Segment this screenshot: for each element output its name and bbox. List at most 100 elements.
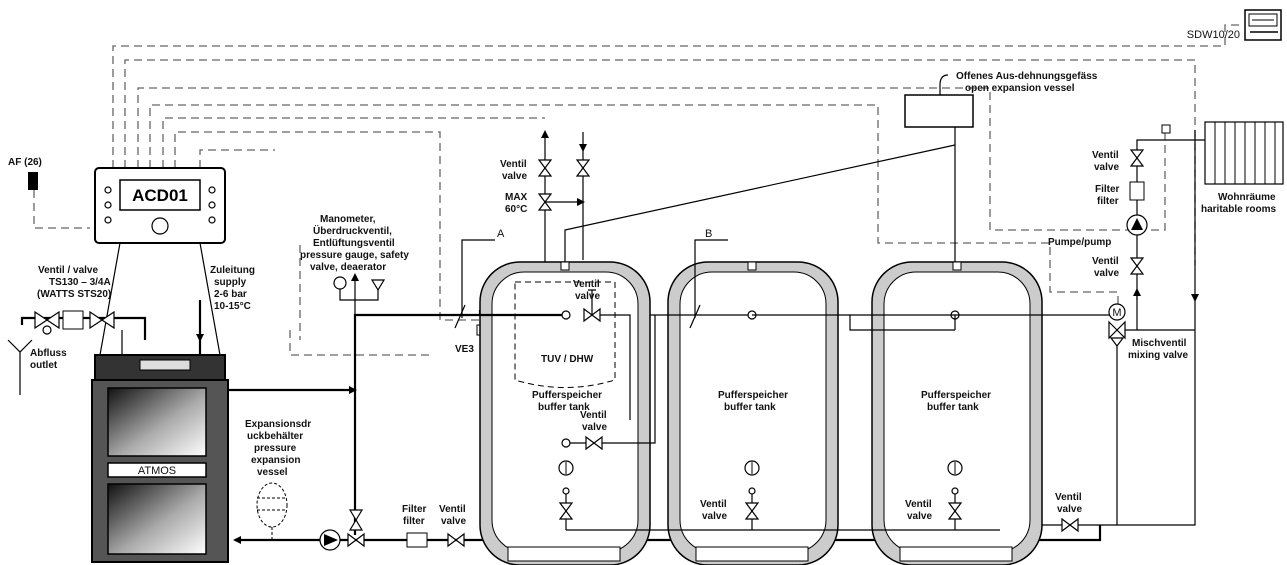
svg-text:M: M <box>1112 307 1121 319</box>
open-exp-1: Offenes Aus-dehnungsgefäss <box>956 71 1098 82</box>
thermometers-and-drains <box>558 460 1000 531</box>
mano-2: Überdruckventil, <box>313 224 392 237</box>
svg-text:Pumpe/pump: Pumpe/pump <box>1048 237 1111 248</box>
ventil-t2b-2: valve <box>702 511 727 522</box>
svg-text:Ventil: Ventil <box>1092 150 1119 161</box>
svg-text:10-15°C: 10-15°C <box>214 301 251 312</box>
svg-text:TS130 – 3/4A: TS130 – 3/4A <box>49 277 111 288</box>
mano-5: valve, deaerator <box>310 262 386 273</box>
filter-bot-1: Filter <box>402 504 427 515</box>
ventil-t2b-1: Ventil <box>700 499 727 510</box>
ventil-bot-1: Ventil <box>439 504 466 515</box>
svg-text:uckbehälter: uckbehälter <box>247 431 303 442</box>
svg-text:Ventil: Ventil <box>700 499 727 510</box>
ventil-r3-1: Ventil <box>1055 492 1082 503</box>
svg-text:Ventil: Ventil <box>1055 492 1082 503</box>
exp-5: vessel <box>257 467 288 478</box>
svg-text:valve, deaerator: valve, deaerator <box>310 262 386 273</box>
svg-text:expansion: expansion <box>251 455 300 466</box>
max-label: MAX <box>505 192 528 203</box>
pressure-expansion-vessel <box>256 482 288 540</box>
acd01-controller: ACD01 <box>94 167 226 356</box>
supply-and-safety-valve <box>7 300 204 395</box>
buffer-tank-3 <box>871 261 1043 565</box>
exp-1: Expansionsdr <box>245 419 311 430</box>
buffer-tank-1 <box>479 261 651 565</box>
svg-text:open expansion vessel: open expansion vessel <box>965 83 1075 94</box>
ventil-t3b-1: Ventil <box>905 499 932 510</box>
svg-text:buffer tank: buffer tank <box>538 402 590 413</box>
svg-text:valve: valve <box>907 511 932 522</box>
svg-text:outlet: outlet <box>30 360 58 371</box>
atmos-label: ATMOS <box>138 465 176 477</box>
puffer1-2: buffer tank <box>538 402 590 413</box>
svg-text:(WATTS STS20): (WATTS STS20) <box>37 289 111 300</box>
svg-text:MAX: MAX <box>505 192 528 203</box>
puffer3-2: buffer tank <box>927 402 979 413</box>
mano-1: Manometer, <box>320 214 376 225</box>
exp-3: pressure <box>254 443 297 454</box>
svg-text:valve: valve <box>1094 268 1119 279</box>
svg-text:Manometer,: Manometer, <box>320 214 376 225</box>
ventil-t3b-2: valve <box>907 511 932 522</box>
svg-text:valve: valve <box>1057 504 1082 515</box>
sdw-room-unit: SDW10/20 <box>1187 9 1282 41</box>
svg-text:Zuleitung: Zuleitung <box>210 265 255 276</box>
svg-text:vessel: vessel <box>257 467 288 478</box>
svg-text:filter: filter <box>1097 196 1119 207</box>
outdoor-sensor <box>28 172 38 190</box>
svg-text:pressure gauge, safety: pressure gauge, safety <box>300 250 409 261</box>
ve3-label: VE3 <box>455 344 474 355</box>
acd-label: ACD01 <box>132 186 188 205</box>
open-expansion-vessel <box>904 74 974 262</box>
ventil-top-2: valve <box>502 171 527 182</box>
abfluss-label-2: outlet <box>30 360 58 371</box>
svg-text:buffer tank: buffer tank <box>927 402 979 413</box>
pump-label: Pumpe/pump <box>1048 237 1111 248</box>
puffer1-1: Pufferspeicher <box>532 390 602 401</box>
svg-text:Überdruckventil,: Überdruckventil, <box>313 224 392 237</box>
ts-label-3: (WATTS STS20) <box>37 289 111 300</box>
ventil-t1-2: valve <box>575 291 600 302</box>
heating-circuit: M <box>1061 124 1205 533</box>
svg-text:buffer tank: buffer tank <box>724 402 776 413</box>
misch-1: Mischventil <box>1132 338 1187 349</box>
filter-r-2: filter <box>1097 196 1119 207</box>
svg-text:valve: valve <box>441 516 466 527</box>
svg-text:2-6 bar: 2-6 bar <box>214 289 247 300</box>
svg-text:mixing valve: mixing valve <box>1128 350 1188 361</box>
mano-3: Entlüftungsventil <box>313 238 395 249</box>
max-temp: 60°C <box>505 204 527 215</box>
svg-text:valve: valve <box>1094 162 1119 173</box>
svg-text:Pufferspeicher: Pufferspeicher <box>532 390 602 401</box>
svg-text:filter: filter <box>403 516 425 527</box>
svg-text:pressure: pressure <box>254 443 297 454</box>
svg-text:60°C: 60°C <box>505 204 527 215</box>
exp-2: uckbehälter <box>247 431 303 442</box>
ventil-r2-1: Ventil <box>1092 256 1119 267</box>
mark-b: B <box>705 228 712 240</box>
zul-label-3: 2-6 bar <box>214 289 247 300</box>
svg-text:Entlüftungsventil: Entlüftungsventil <box>313 238 395 249</box>
svg-text:Ventil: Ventil <box>439 504 466 515</box>
svg-text:TUV / DHW: TUV / DHW <box>541 354 594 365</box>
svg-text:Expansionsdr: Expansionsdr <box>245 419 311 430</box>
ventil-r2-2: valve <box>1094 268 1119 279</box>
radiator <box>1204 121 1284 185</box>
svg-text:Pufferspeicher: Pufferspeicher <box>718 390 788 401</box>
ventil-r1-2: valve <box>1094 162 1119 173</box>
boiler-atmos: ATMOS <box>91 354 229 563</box>
buffer-tank-2 <box>667 261 839 565</box>
ventil-t1m-1: Ventil <box>580 410 607 421</box>
svg-text:Abfluss: Abfluss <box>30 348 67 359</box>
puffer2-1: Pufferspeicher <box>718 390 788 401</box>
svg-text:Ventil: Ventil <box>1092 256 1119 267</box>
zul-label-2: supply <box>214 277 247 288</box>
svg-text:haritable rooms: haritable rooms <box>1201 204 1276 215</box>
bottom-filter-valve <box>406 532 465 548</box>
mark-a: A <box>497 228 505 240</box>
svg-text:Filter: Filter <box>402 504 427 515</box>
svg-text:valve: valve <box>502 171 527 182</box>
filter-r-1: Filter <box>1095 184 1120 195</box>
